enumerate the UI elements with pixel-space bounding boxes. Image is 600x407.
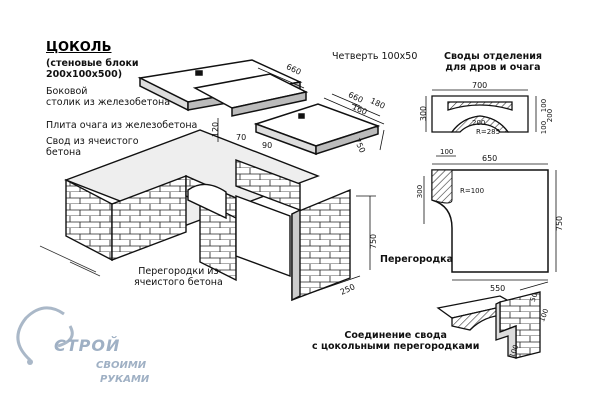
ground-shadow [39, 245, 101, 277]
subtitle-line-1: (стеновые блоки [46, 58, 139, 69]
hearth-slab-top [192, 73, 309, 117]
side-table-line-2: столик из железобетона [46, 97, 171, 108]
partition-dim-750: 750 [555, 215, 565, 232]
dimension-lines [217, 67, 385, 297]
quarter-label: Четверть 100х50 [332, 51, 418, 62]
arch-dim-700: 700 [472, 81, 488, 90]
partitions-line-2: ячеистого бетона [134, 277, 223, 288]
plinth-walls [64, 129, 351, 302]
arch-label: Свод из ячеистого бетона [46, 136, 139, 158]
arch-dim-r285: R=285 [476, 128, 501, 136]
partition-dim-650: 650 [482, 154, 498, 163]
dim-90: 90 [262, 141, 273, 150]
plinth-title: ЦОКОЛЬ [46, 40, 112, 55]
partition-dim-r100: R=100 [460, 187, 485, 195]
joint-line-1: Соединение свода [344, 330, 447, 341]
site-logo [16, 306, 74, 365]
dim-120: 120 [211, 121, 221, 138]
watermark-line-2: СВОИМИ [96, 360, 147, 371]
partition-label: Перегородка [380, 254, 453, 265]
arch-dim-100b: 100 [540, 120, 549, 135]
joint-detail [436, 281, 549, 359]
subtitle-line-2: 200х100х500) [46, 69, 123, 80]
plinth-subtitle: (стеновые блоки 200х100х500) [46, 58, 139, 80]
partitions-line-1: Перегородки из [138, 266, 219, 277]
partitions-label: Перегородки из ячеистого бетона [134, 266, 223, 288]
joint-line-2: с цокольными перегородками [312, 341, 480, 352]
hearth-slab [253, 103, 381, 156]
side-table-line-1: Боковой [46, 86, 88, 97]
dim-70: 70 [236, 133, 247, 142]
partition-dim-550: 550 [490, 284, 506, 293]
side-table-label: Боковой столик из железобетона [46, 86, 170, 108]
arch-line-2: бетона [46, 147, 82, 158]
watermark-line-3: РУКАМИ [100, 374, 150, 385]
partition-drawing [423, 155, 557, 281]
arches-title-line-2: для дров и очага [445, 62, 541, 73]
arch-dim-200: 200 [472, 119, 486, 127]
watermark-line-1: СТРОЙ [54, 336, 121, 355]
arch-dim-300: 300 [419, 105, 429, 122]
partition-dim-300: 300 [416, 184, 425, 199]
hearth-slab-label: Плита очага из железобетона [46, 120, 198, 131]
arch-line-1: Свод из ячеистого [46, 136, 139, 147]
arches-title: Своды отделения для дров и очага [444, 51, 542, 73]
partition-dim-100: 100 [440, 148, 454, 156]
arch-drawing [425, 89, 537, 133]
dim-750-b: 750 [369, 233, 379, 250]
arches-title-line-1: Своды отделения [444, 51, 542, 62]
joint-label: Соединение свода с цокольными перегородк… [312, 330, 479, 352]
